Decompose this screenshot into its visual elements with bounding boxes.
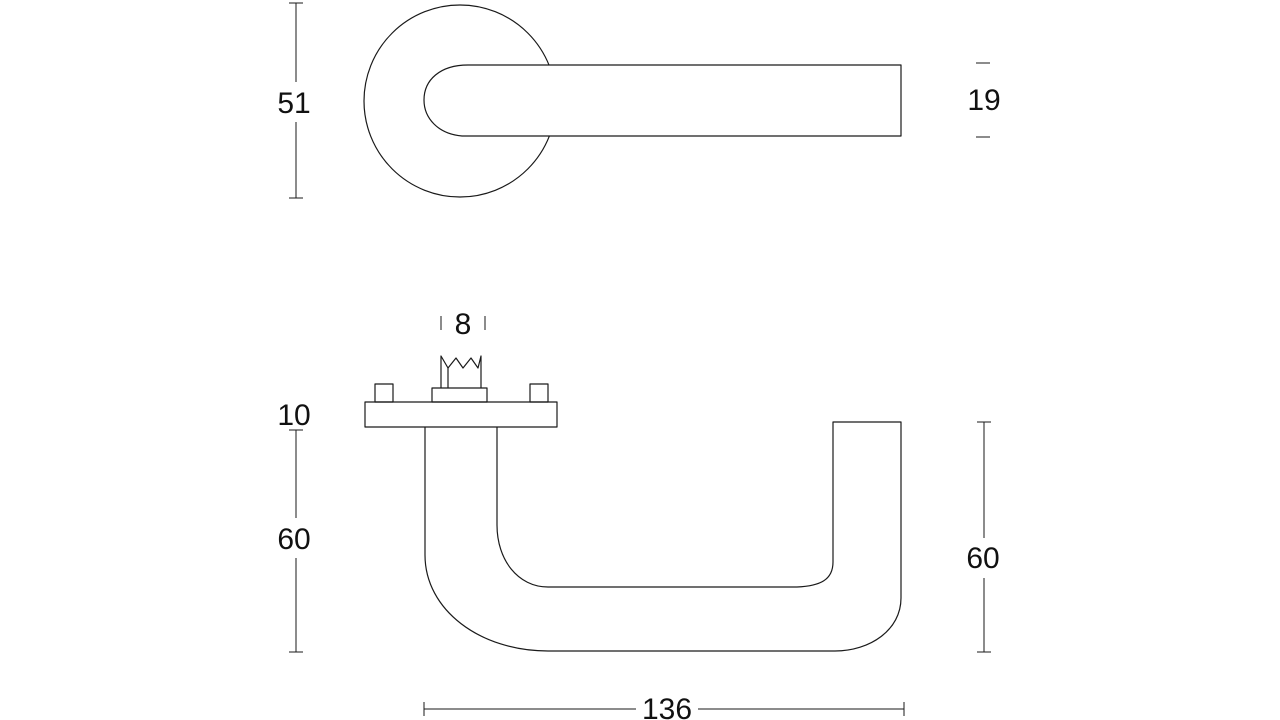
lever-side-outline xyxy=(424,421,902,652)
side-view: 8 10 60 60 136 xyxy=(277,308,999,720)
dimension-label: 8 xyxy=(455,308,472,341)
dimension-rose-height: 10 xyxy=(277,399,310,432)
dimension-label: 10 xyxy=(277,399,310,432)
dimension-handle-thickness: 19 xyxy=(967,62,1001,138)
dimension-spindle: 8 xyxy=(440,308,486,341)
lever-top-outline xyxy=(423,64,902,137)
rose-plate xyxy=(364,401,558,428)
spindle-base xyxy=(431,387,488,403)
top-view: 51 19 xyxy=(277,2,1001,199)
screw-stub-left xyxy=(374,383,394,403)
dimension-label: 60 xyxy=(277,523,310,556)
dimension-label: 51 xyxy=(277,87,310,120)
dimension-projection: 136 xyxy=(423,693,905,720)
dimension-label: 60 xyxy=(966,542,999,575)
screw-stub-right xyxy=(529,383,549,403)
dimension-label: 19 xyxy=(967,84,1000,117)
dimension-rose-diameter: 51 xyxy=(277,2,311,199)
dimension-drop-right: 60 xyxy=(966,421,1000,653)
dimension-label: 136 xyxy=(642,693,692,720)
spindle-square xyxy=(440,355,482,388)
dimension-drop-left: 60 xyxy=(277,429,311,653)
